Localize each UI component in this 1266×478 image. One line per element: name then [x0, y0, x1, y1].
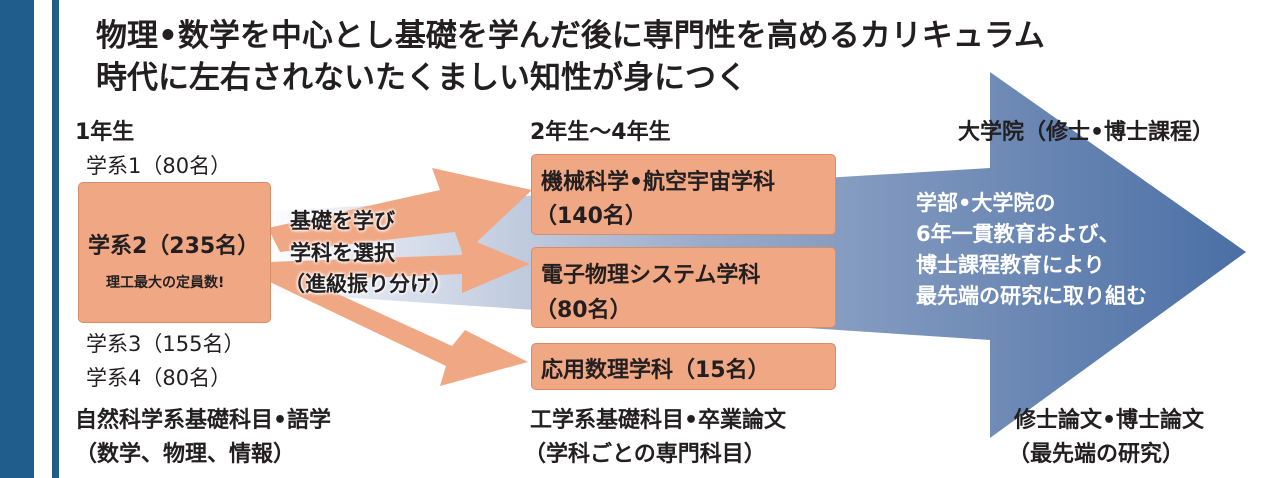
selection-line3: （進級振り分け） — [284, 272, 452, 296]
branch-arrow-lower — [270, 270, 528, 386]
dept-group-2-note: 理工最大の定員数! — [106, 275, 225, 291]
graduate-courses-line1: 修士論文•博士論文 — [1014, 408, 1205, 433]
dept-mechanical-aerospace-name: 機械科学•航空宇宙学科 — [541, 170, 776, 195]
page-title-line1: 物理•数学を中心とし基礎を学んだ後に専門性を高めるカリキュラム — [96, 18, 1045, 54]
year2-4-heading: 2年生〜4年生 — [530, 120, 671, 145]
dept-group-1: 学系1（80名） — [86, 154, 232, 178]
page-title-line2: 時代に左右されないたくましい知性が身につく — [96, 60, 747, 96]
left-accent-bar — [0, 0, 34, 478]
year2-4-courses-line2: （学科ごとの専門科目） — [524, 442, 766, 467]
dept-electronic-physics-capacity: （80名） — [535, 298, 632, 323]
graduate-desc-line2: 6年一貫教育および、 — [916, 222, 1120, 246]
graduate-desc-line3: 博士課程教育により — [916, 253, 1105, 277]
graduate-heading: 大学院（修士•博士課程） — [958, 120, 1215, 145]
branch-arrow-upper — [268, 168, 532, 255]
graduate-courses-line2: （最先端の研究） — [1008, 442, 1185, 467]
year1-courses-line2: （数学、物理、情報） — [75, 442, 296, 467]
dept-applied-math-name: 応用数理学科（15名） — [541, 358, 770, 383]
dept-group-2-name: 学系2（235名） — [88, 234, 260, 259]
dept-electronic-physics-name: 電子物理システム学科 — [541, 263, 761, 288]
selection-line1: 基礎を学び — [290, 209, 395, 233]
year1-heading: 1年生 — [75, 120, 135, 145]
left-accent-line — [52, 0, 59, 478]
dept-electronic-physics-box — [531, 247, 836, 328]
graduate-desc-line1: 学部•大学院の — [916, 191, 1056, 215]
dept-group-3: 学系3（155名） — [86, 332, 245, 356]
dept-applied-math-box — [531, 343, 836, 390]
dept-group-4: 学系4（80名） — [86, 366, 232, 390]
dept-group-2-box — [78, 182, 271, 323]
branch-arrows — [268, 168, 532, 386]
year2-4-courses-line1: 工学系基礎科目•卒業論文 — [530, 408, 787, 433]
branch-arrow-middle — [268, 236, 530, 293]
dept-mechanical-aerospace-capacity: （140名） — [535, 204, 647, 229]
dept-mechanical-aerospace-box — [531, 154, 836, 235]
year1-courses-line1: 自然科学系基礎科目•語学 — [75, 408, 332, 433]
selection-line2: 学科を選択 — [290, 241, 395, 265]
graduate-desc-line4: 最先端の研究に取り組む — [916, 284, 1147, 308]
